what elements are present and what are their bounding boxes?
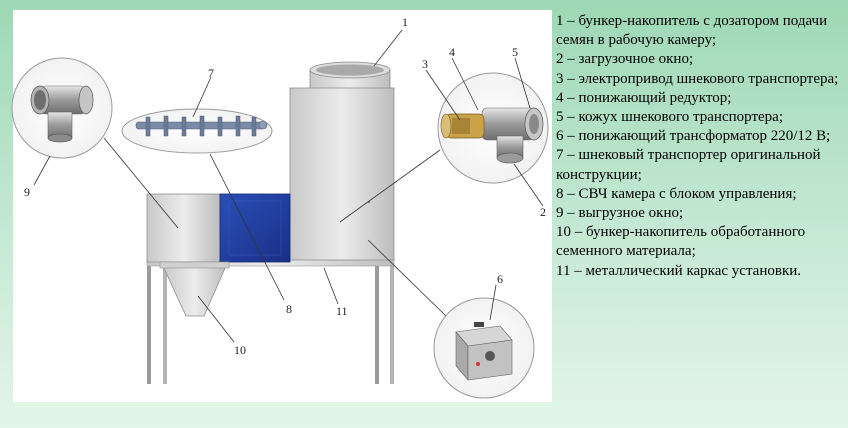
legend-item-8: 8 – СВЧ камера с блоком управления; — [556, 185, 797, 202]
legend-item-2: 2 – загрузочное окно; — [556, 51, 694, 68]
callout-11: 11 — [336, 304, 348, 318]
top-hopper — [309, 61, 391, 91]
callout-2: 2 — [540, 205, 546, 219]
unloading-window-inset — [11, 57, 113, 159]
callout-6: 6 — [497, 272, 503, 286]
callout-numbers: 1 2 3 4 5 6 7 8 9 10 11 — [24, 15, 546, 357]
callout-10: 10 — [234, 343, 246, 357]
legend-item-5: 5 – кожух шнекового транспортера; — [556, 109, 783, 126]
callout-3: 3 — [422, 57, 428, 71]
legend-item-10: 10 – бункер-накопитель обработанного сем… — [556, 224, 806, 260]
legend-item-4: 4 – понижающий редуктор; — [556, 89, 732, 106]
callout-9: 9 — [24, 185, 30, 199]
callout-7: 7 — [208, 66, 214, 80]
legend-item-7: 7 – шнековый транспортер оригинальной ко… — [556, 147, 821, 183]
legend-item-3: 3 – электропривод шнекового транспортера… — [556, 70, 839, 87]
legend-item-9: 9 – выгрузное окно; — [556, 205, 684, 222]
legend-item-1: 1 – бункер-накопитель с дозатором подачи… — [556, 13, 828, 49]
callout-8: 8 — [286, 302, 292, 316]
legend: 1 – бункер-накопитель с дозатором подачи… — [556, 12, 842, 281]
transformer-inset — [433, 297, 535, 399]
microwave-chamber-window — [219, 193, 291, 263]
callout-1: 1 — [402, 15, 408, 29]
drive-inset — [437, 72, 549, 184]
auger-inset — [121, 108, 273, 154]
legend-item-11: 11 – металлический каркас установки. — [556, 262, 802, 279]
output-hopper — [159, 261, 230, 317]
callout-4: 4 — [449, 45, 455, 59]
callout-5: 5 — [512, 45, 518, 59]
legend-item-6: 6 – понижающий трансформатор 220/12 В; — [556, 128, 831, 145]
leader-lines — [33, 29, 544, 343]
